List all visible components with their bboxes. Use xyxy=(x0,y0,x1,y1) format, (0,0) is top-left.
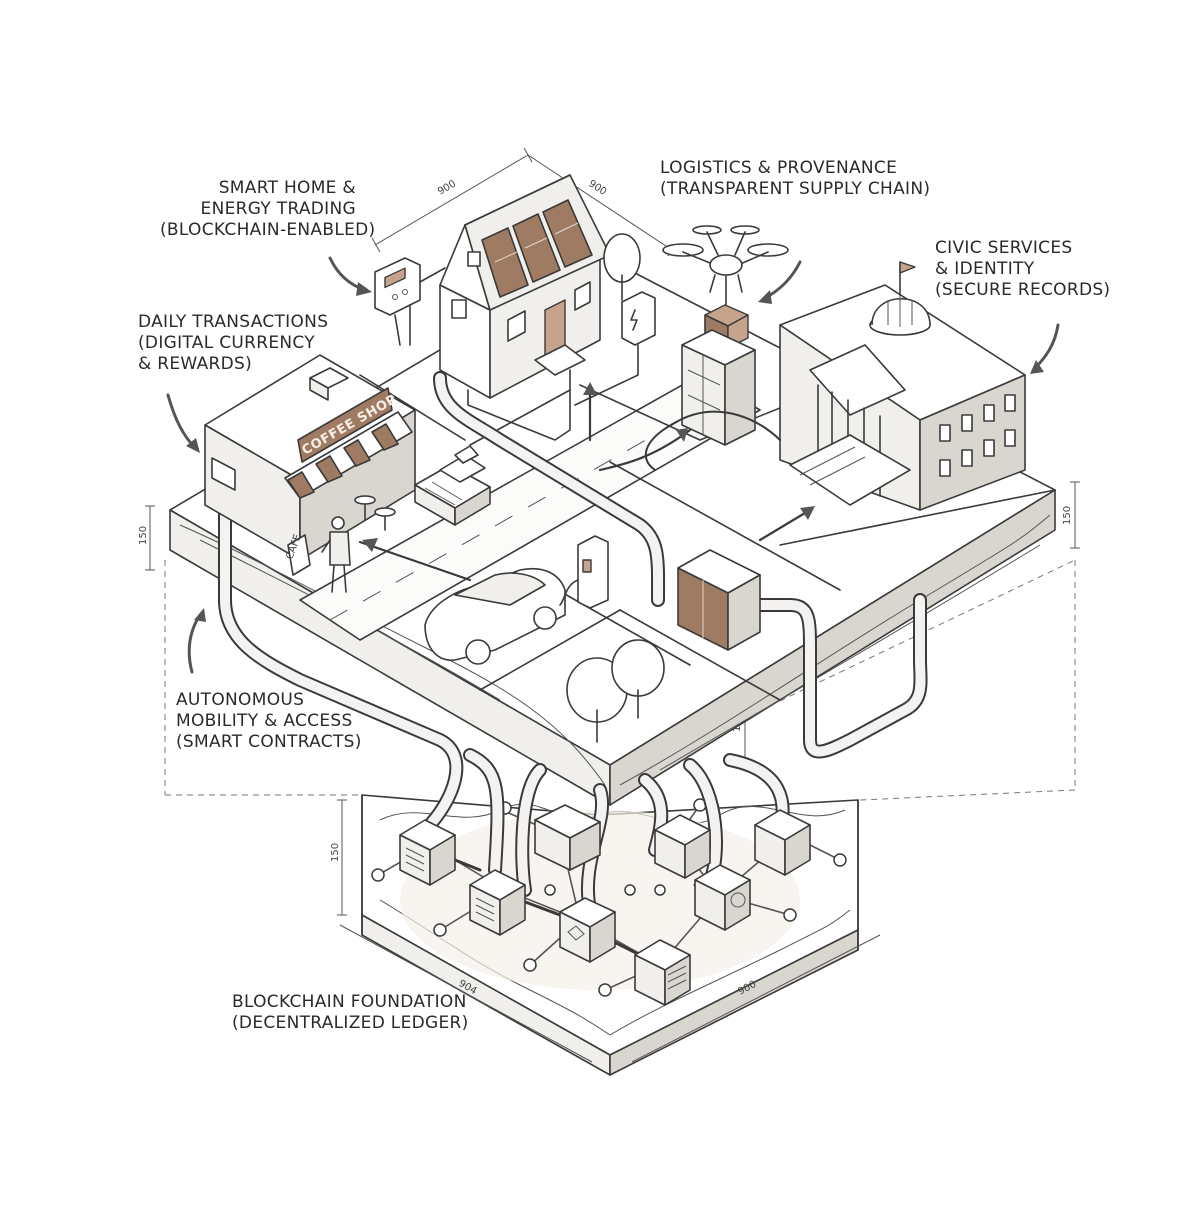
blockchain-node-icon xyxy=(654,814,711,879)
blockchain-nodes xyxy=(399,804,811,1006)
park xyxy=(566,639,665,743)
tree-icon xyxy=(603,233,641,301)
label-logistics: LOGISTICS & PROVENANCE (TRANSPARENT SUPP… xyxy=(660,158,931,199)
dim-platform-left: 150 xyxy=(138,526,149,545)
solar-panel-icon xyxy=(481,199,593,298)
label-daily-transactions: DAILY TRANSACTIONS (DIGITAL CURRENCY & R… xyxy=(138,312,329,374)
mobility xyxy=(424,535,609,665)
gear-icon xyxy=(730,892,746,908)
dim-top-right: 900 xyxy=(586,178,608,198)
car-icon xyxy=(424,568,566,665)
blockchain-node-icon xyxy=(559,897,616,963)
server-cabinet-icon xyxy=(677,549,761,651)
blockchain-node-icon xyxy=(469,869,526,936)
logistics xyxy=(662,225,789,446)
drone-icon xyxy=(662,225,789,306)
coffee-shop: COFFEE SHOP CAFE xyxy=(204,354,491,593)
government-building-icon xyxy=(779,261,1026,511)
smart-meter-icon xyxy=(374,257,421,346)
cash-register-icon xyxy=(414,445,491,526)
blockchain-node-icon xyxy=(534,804,601,871)
dim-base-height: 150 xyxy=(330,843,341,862)
blockchain-node-icon xyxy=(399,819,456,886)
construction-lines xyxy=(164,559,1076,1050)
ledger-document-icon xyxy=(405,847,425,872)
blockchain-node-icon xyxy=(754,809,811,876)
blockchain-node-icon xyxy=(694,864,751,931)
dim-platform-right: 150 xyxy=(1062,506,1073,525)
label-civic: CIVIC SERVICES & IDENTITY (SECURE RECORD… xyxy=(935,238,1111,300)
smart-home xyxy=(374,174,656,441)
dim-top-left: 900 xyxy=(436,179,458,198)
label-mobility: AUTONOMOUS MOBILITY & ACCESS (SMART CONT… xyxy=(176,690,362,752)
blockchain-node-icon xyxy=(634,939,691,1006)
flow-arrows xyxy=(358,382,815,582)
locker-icon xyxy=(681,329,756,446)
civic-building xyxy=(779,261,1026,511)
ev-charger-icon xyxy=(559,535,609,609)
callout-arrows xyxy=(166,256,1060,674)
tree-icon xyxy=(611,639,665,719)
label-smart-home: SMART HOME & ENERGY TRADING (BLOCKCHAIN-… xyxy=(160,178,376,240)
flag-icon xyxy=(899,261,916,296)
coffee-shop-icon: COFFEE SHOP CAFE xyxy=(204,354,416,576)
label-blockchain-foundation: BLOCKCHAIN FOUNDATION (DECENTRALIZED LED… xyxy=(232,992,469,1033)
data-pipes xyxy=(218,371,928,917)
person-icon xyxy=(321,516,351,593)
